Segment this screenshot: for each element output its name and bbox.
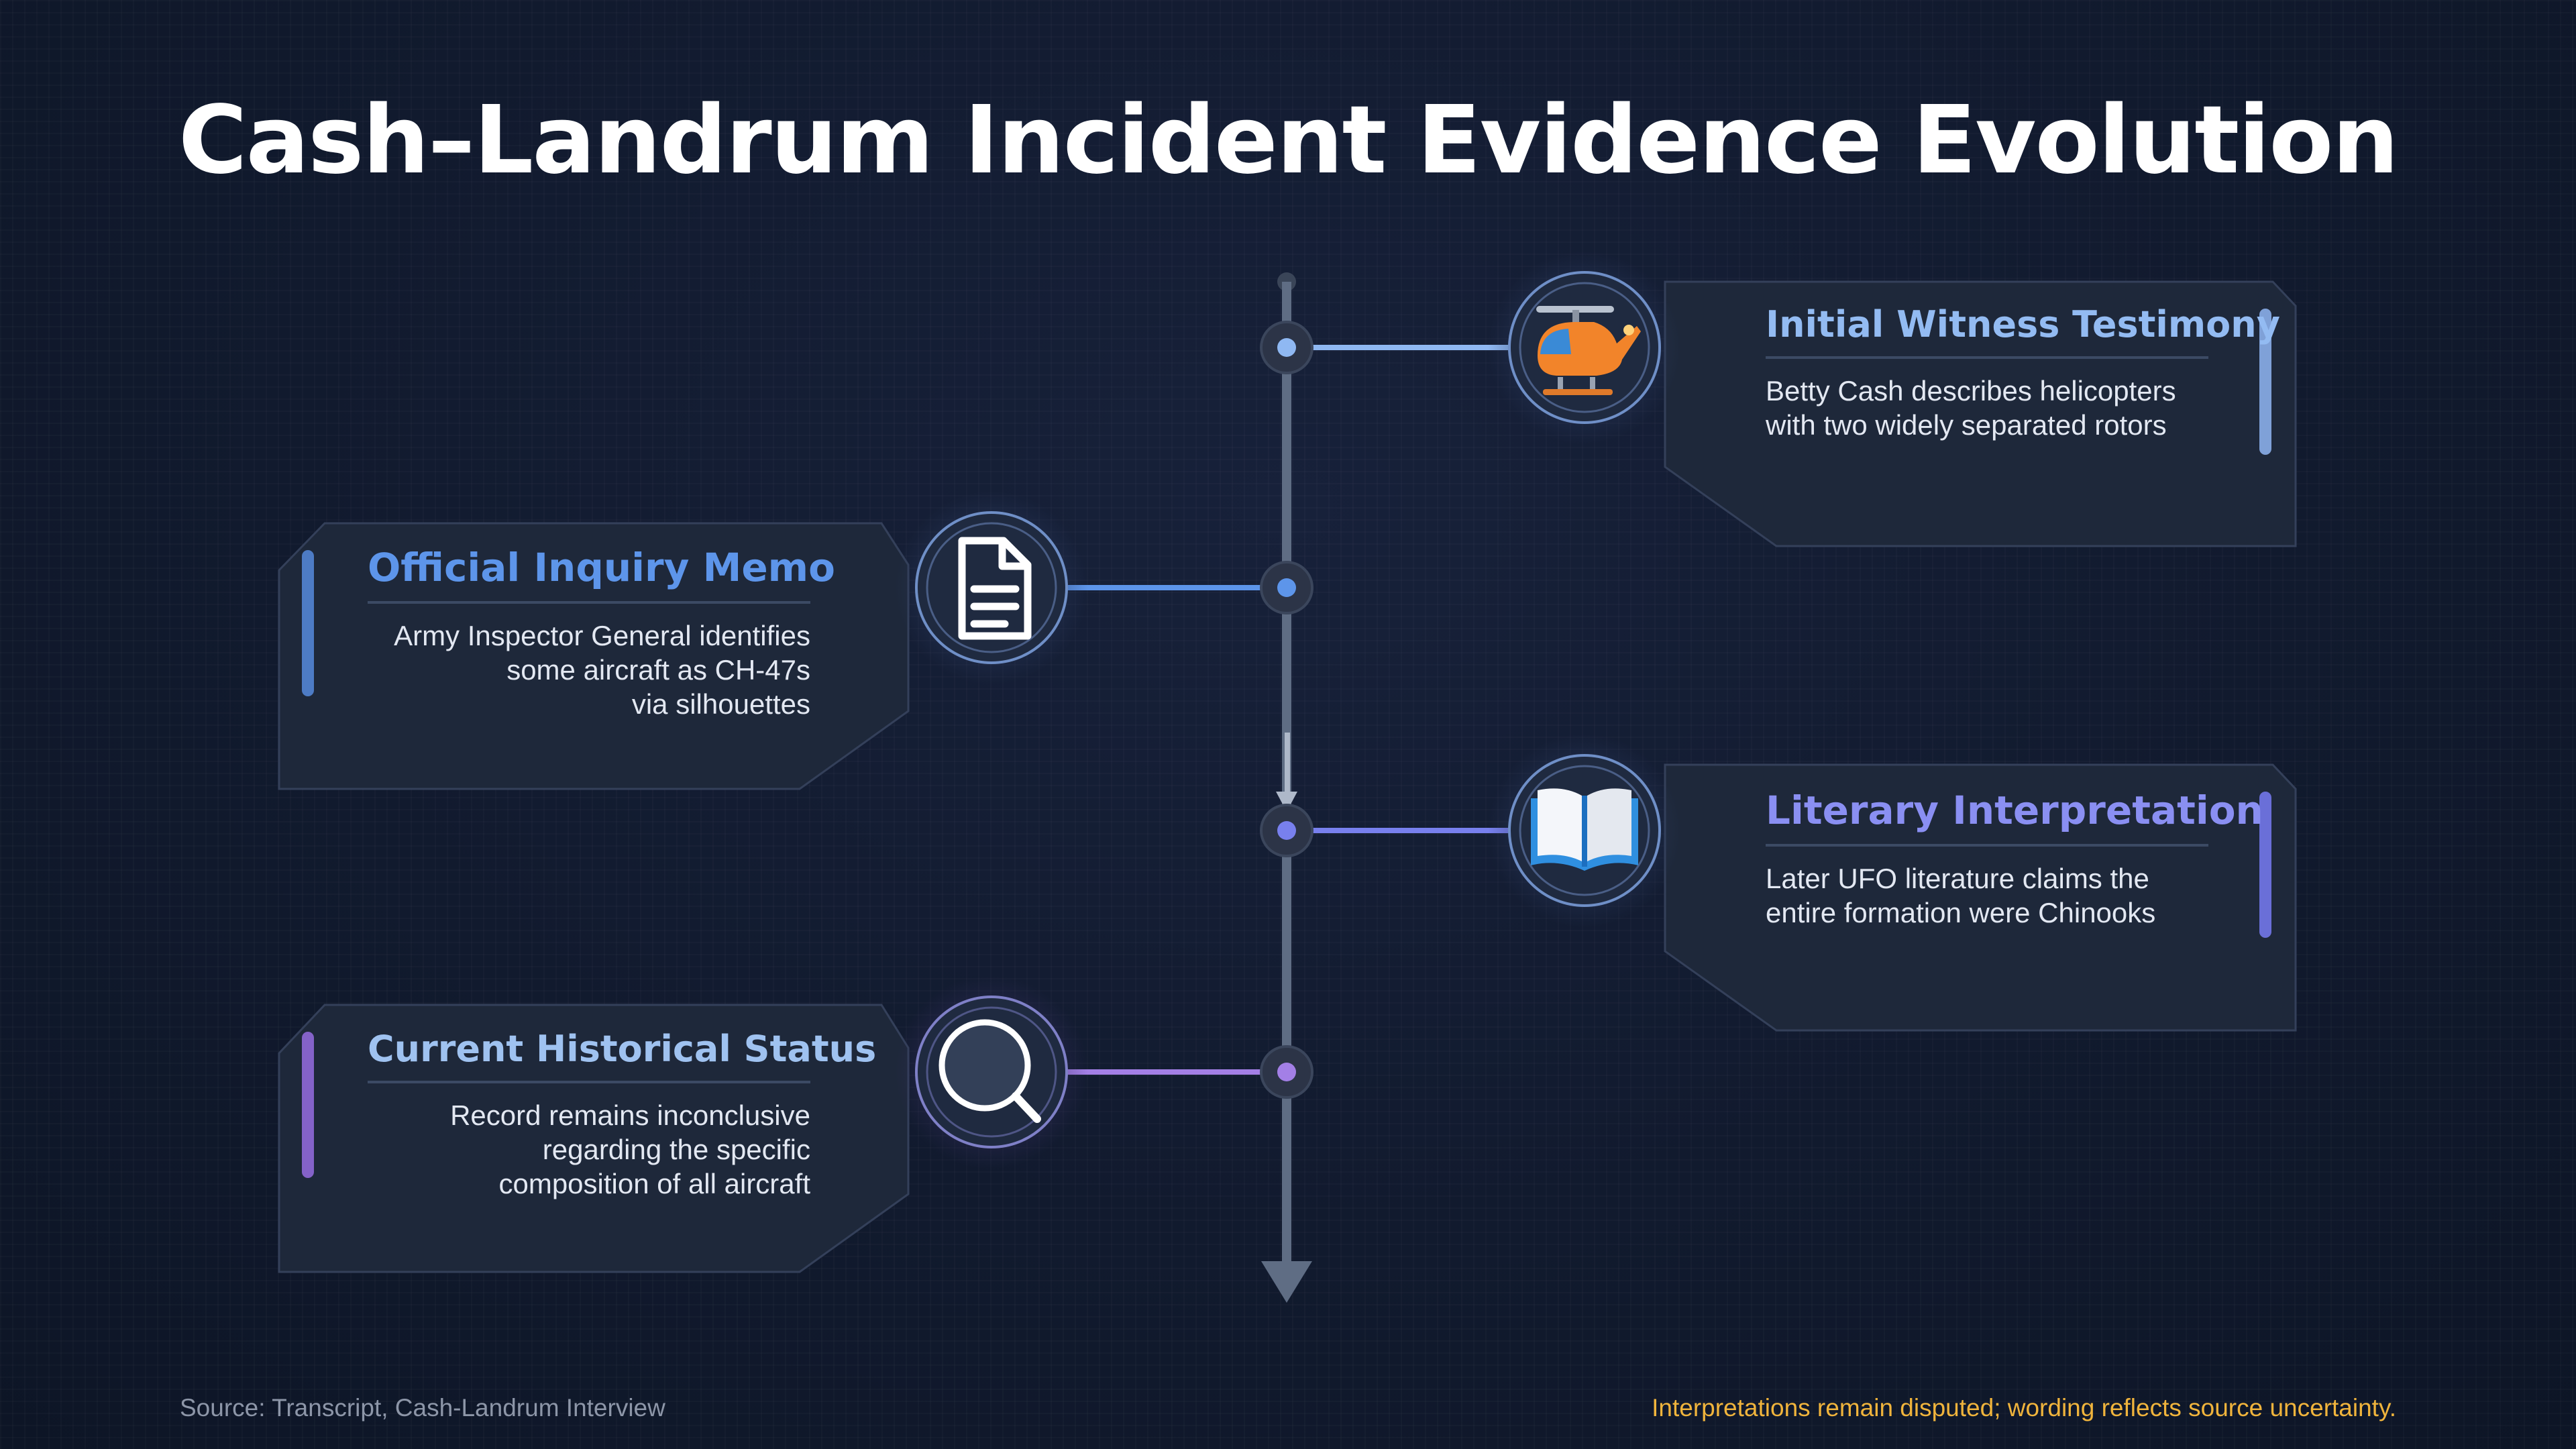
event-3-body-line: Later UFO literature claims the — [1766, 863, 2149, 894]
event-card-3 — [1260, 734, 2297, 1032]
event-1-body: Betty Cash describes helicopters with tw… — [1766, 374, 2208, 442]
card-3-accent-bar — [2259, 792, 2271, 938]
timeline-axis — [1261, 272, 1312, 1303]
event-3-text: Literary Interpretation Later UFO litera… — [1766, 788, 2263, 930]
event-3-body: Later UFO literature claims the entire f… — [1766, 861, 2208, 930]
event-3-body-line: entire formation were Chinooks — [1766, 897, 2156, 928]
open-book-icon — [1531, 788, 1638, 871]
event-1-text: Initial Witness Testimony Betty Cash des… — [1766, 303, 2280, 442]
connector-4 — [1061, 1069, 1287, 1075]
event-card-4 — [278, 975, 1313, 1273]
event-3-title: Literary Interpretation — [1766, 788, 2263, 847]
node-1 — [1277, 338, 1296, 357]
event-card-2 — [278, 491, 1313, 790]
event-2-text: Official Inquiry Memo Army Inspector Gen… — [368, 545, 835, 721]
event-2-body-line: some aircraft as CH-47s — [506, 654, 810, 686]
event-2-body-line: via silhouettes — [631, 688, 810, 720]
node-2 — [1277, 578, 1296, 597]
event-4-title: Current Historical Status — [368, 1028, 876, 1083]
event-2-title: Official Inquiry Memo — [368, 545, 835, 604]
event-4-body-line: regarding the specific — [542, 1134, 810, 1165]
event-1-body-line: Betty Cash describes helicopters — [1766, 375, 2176, 407]
connector-1 — [1287, 345, 1520, 350]
event-1-title: Initial Witness Testimony — [1766, 303, 2280, 359]
event-1-body-line: with two widely separated rotors — [1766, 409, 2167, 441]
helicopter-icon — [1536, 306, 1641, 395]
axis-arrowhead — [1261, 1261, 1312, 1303]
connector-2 — [1061, 585, 1287, 590]
connector-3 — [1287, 828, 1520, 833]
footer-note: Interpretations remain disputed; wording… — [1652, 1394, 2396, 1421]
event-2-body-line: Army Inspector General identifies — [394, 620, 810, 651]
event-4-text: Current Historical Status Record remains… — [368, 1028, 876, 1201]
axis-direction-arrow — [1276, 792, 1297, 812]
magnifier-icon — [938, 1019, 1041, 1123]
card-2-accent-bar — [302, 550, 314, 696]
event-4-body: Record remains inconclusive regarding th… — [368, 1098, 810, 1201]
event-2-body: Army Inspector General identifies some a… — [368, 619, 810, 721]
event-card-1 — [1260, 251, 2297, 547]
document-icon — [958, 537, 1032, 640]
card-4-accent-bar — [302, 1032, 314, 1178]
event-4-body-line: Record remains inconclusive — [450, 1099, 810, 1131]
node-3 — [1277, 821, 1296, 840]
footer-source: Source: Transcript, Cash-Landrum Intervi… — [180, 1394, 665, 1421]
event-4-body-line: composition of all aircraft — [498, 1168, 810, 1199]
node-4 — [1277, 1063, 1296, 1081]
page-title: Cash–Landrum Incident Evidence Evolution — [178, 86, 2399, 195]
card-1-accent-bar — [2259, 309, 2271, 455]
